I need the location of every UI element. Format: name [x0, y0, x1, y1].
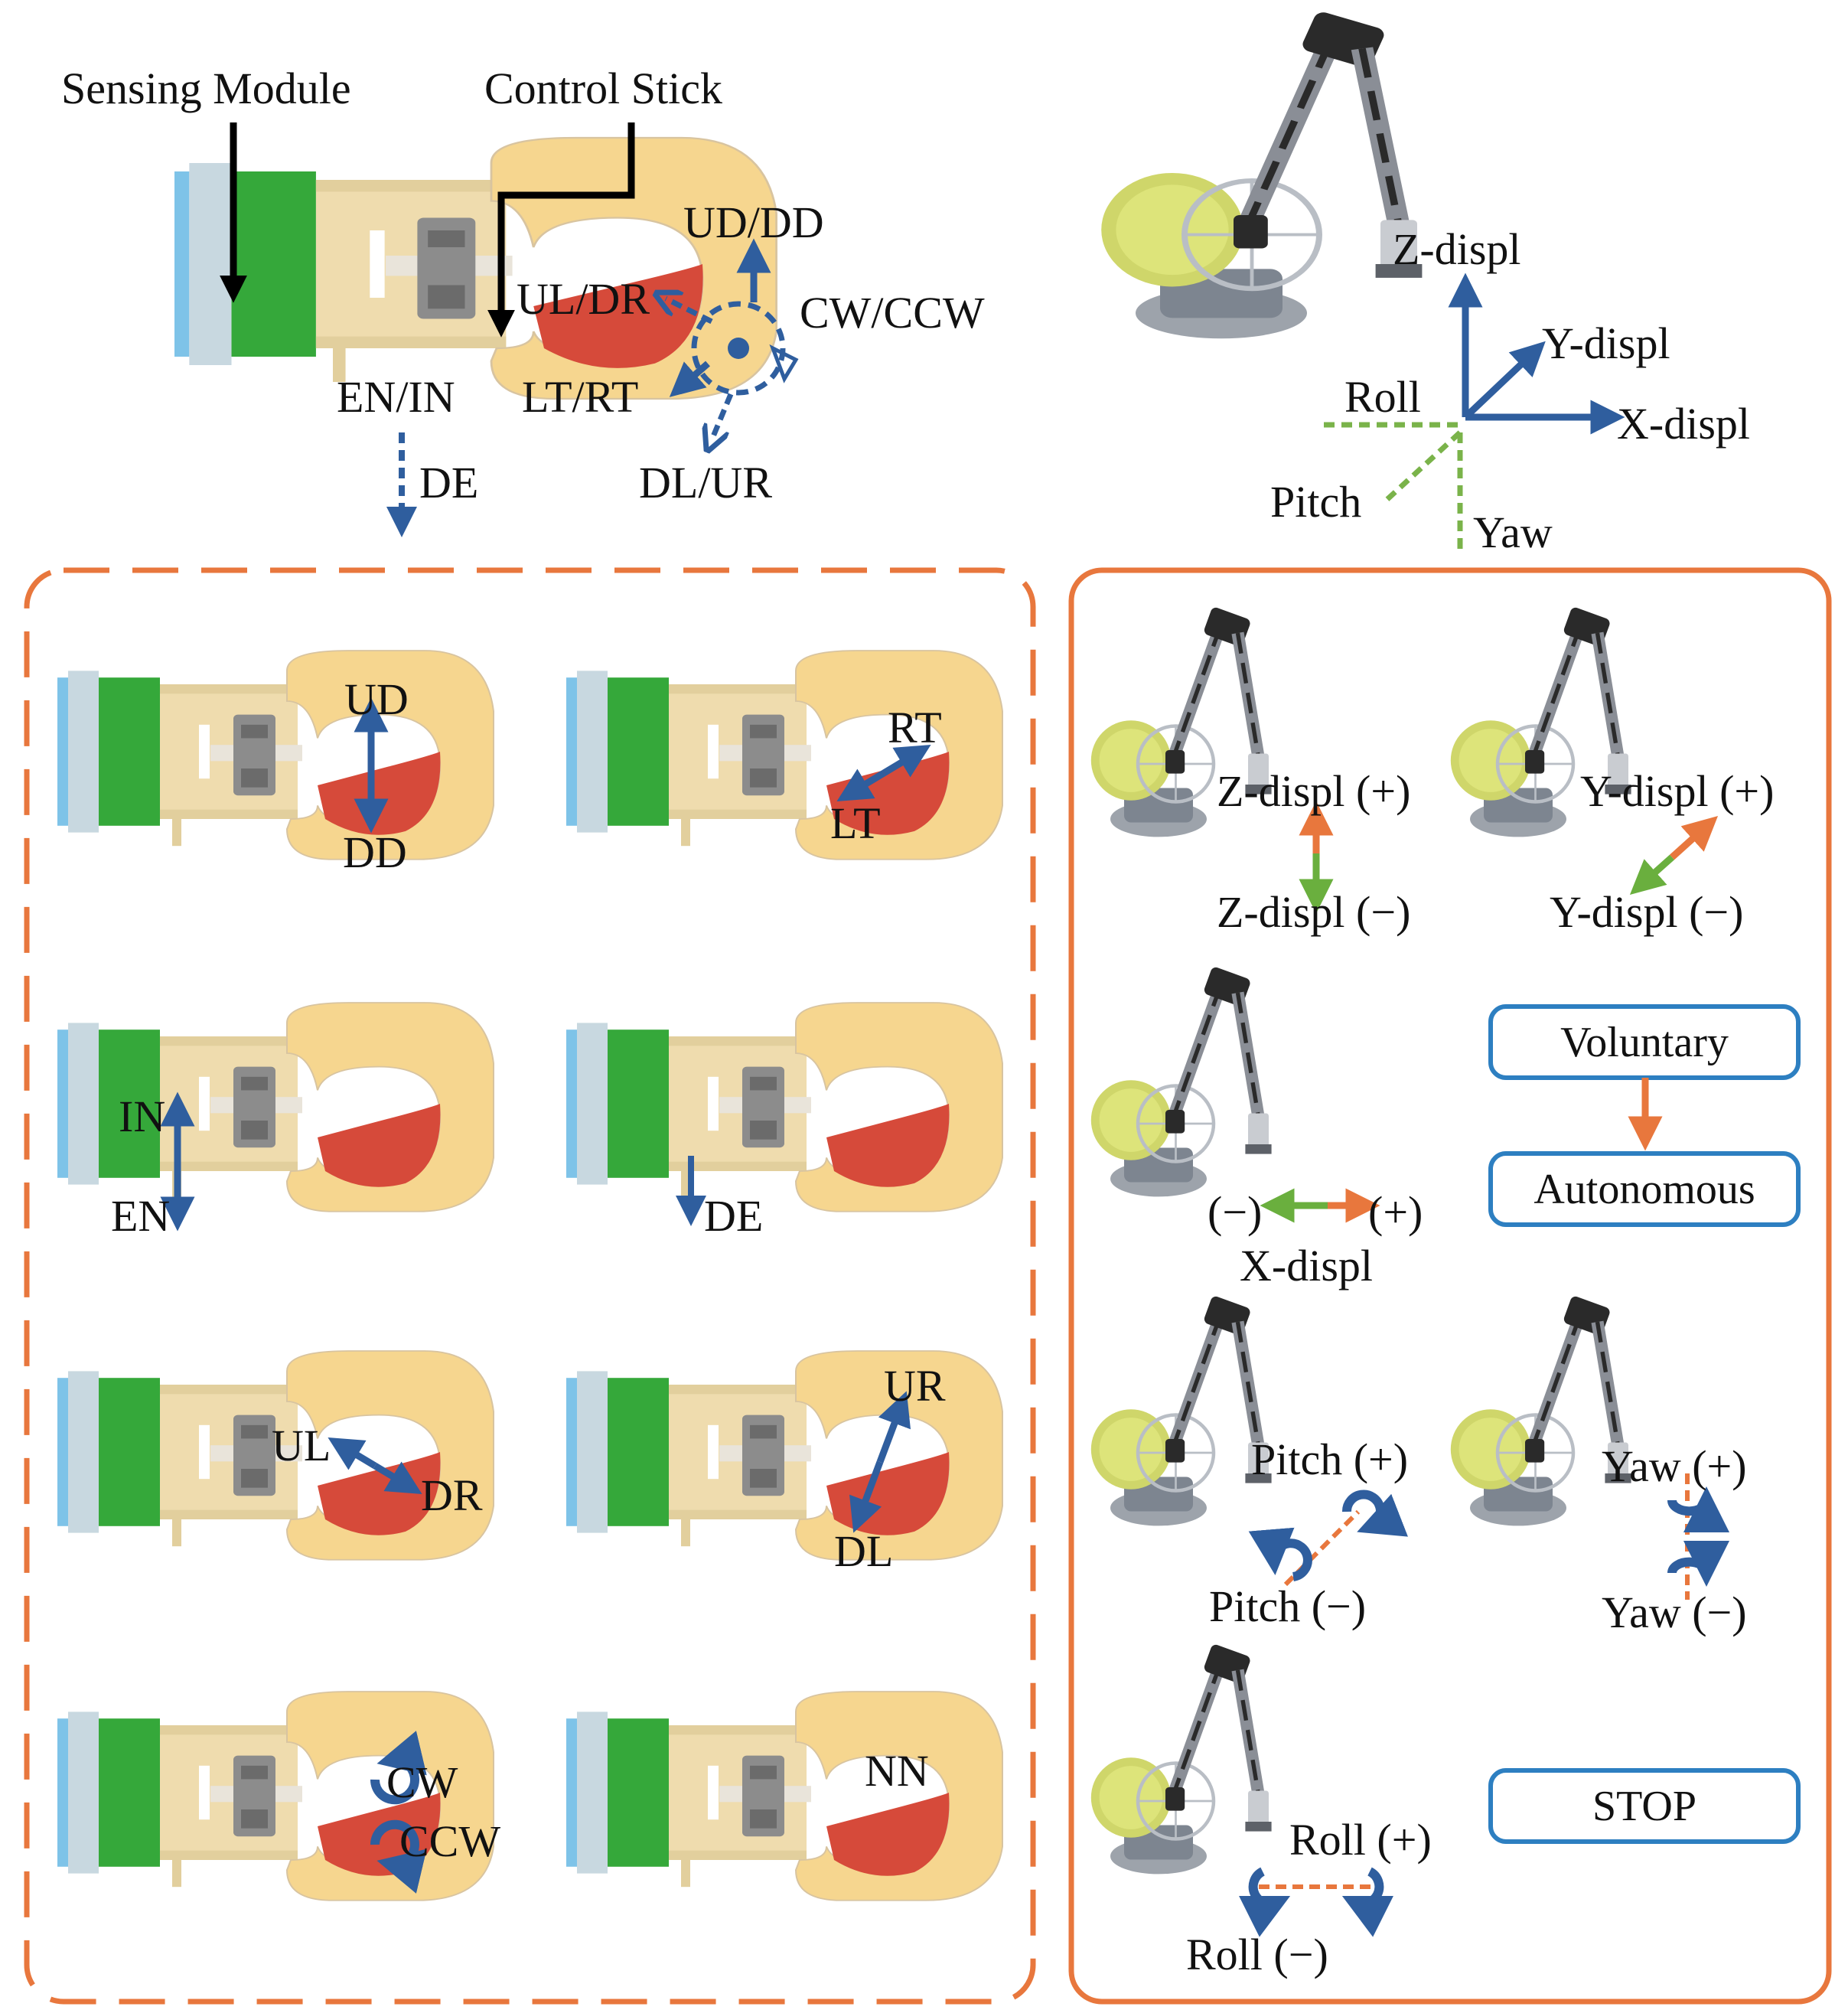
- z-minus-label: Z-displ (−): [1217, 887, 1411, 937]
- x-displ-axis-label: X-displ: [1617, 399, 1750, 449]
- y-plus-label: Y-displ (+): [1580, 766, 1775, 816]
- gesture-panel-ur-dl: [565, 1350, 1003, 1561]
- x-minus-label: (−): [1208, 1187, 1263, 1237]
- command-pitch: [1091, 1295, 1409, 1587]
- x-displ-command-label: X-displ: [1240, 1241, 1373, 1291]
- command-frame: [1068, 567, 1832, 2005]
- command-yaw: [1451, 1295, 1729, 1600]
- pitch-minus-label: Pitch (−): [1209, 1581, 1367, 1631]
- roll-plus-label: Roll (+): [1289, 1815, 1432, 1865]
- cw-label: CW: [386, 1757, 458, 1807]
- en-in-label: EN/IN: [337, 372, 455, 422]
- rt-label: RT: [888, 703, 942, 752]
- ur-label: UR: [884, 1361, 946, 1411]
- in-label: IN: [119, 1091, 166, 1141]
- stop-label: STOP: [1592, 1783, 1696, 1830]
- z-plus-label: Z-displ (+): [1217, 766, 1411, 816]
- stop-button[interactable]: [1488, 1768, 1801, 1844]
- pitch-axis-label: Pitch: [1270, 477, 1362, 527]
- control-stick-label: Control Stick: [484, 64, 722, 113]
- gesture-panel-lt-rt: [565, 650, 1003, 860]
- roll-minus-label: Roll (−): [1186, 1930, 1328, 1979]
- lt-rt-label: LT/RT: [522, 372, 639, 422]
- command-roll: [1091, 1643, 1393, 1937]
- dl-ur-label: DL/UR: [639, 458, 772, 507]
- gesture-panel-en-in: [57, 1002, 494, 1232]
- command-y-displ: [1451, 606, 1719, 895]
- z-displ-axis-label: Z-displ: [1393, 224, 1521, 274]
- gesture-frame: [24, 567, 1036, 2005]
- y-minus-label: Y-displ (−): [1550, 887, 1744, 937]
- controller-overview: [173, 122, 799, 537]
- command-x-displ: [1091, 966, 1380, 1223]
- dd-label: DD: [343, 827, 407, 877]
- yaw-minus-label: Yaw (−): [1602, 1587, 1747, 1637]
- ccw-label: CCW: [399, 1816, 501, 1866]
- lt-label: LT: [830, 798, 881, 848]
- y-displ-axis-label: Y-displ: [1542, 318, 1670, 368]
- command-z-displ: [1091, 606, 1334, 914]
- cw-ccw-label: CW/CCW: [800, 288, 985, 338]
- autonomous-label: Autonomous: [1533, 1166, 1755, 1213]
- de-label: DE: [419, 458, 479, 507]
- dr-label: DR: [421, 1470, 483, 1520]
- gesture-panel-ud-dd: [57, 650, 494, 860]
- ul-label: UL: [272, 1421, 331, 1470]
- nn-label: NN: [865, 1746, 929, 1796]
- x-plus-label: (+): [1368, 1187, 1423, 1237]
- roll-axis-label: Roll: [1344, 372, 1421, 422]
- autonomous-mode-button[interactable]: [1488, 1151, 1801, 1227]
- pitch-plus-label: Pitch (+): [1251, 1434, 1409, 1484]
- en-label: EN: [111, 1191, 171, 1241]
- dl-label: DL: [834, 1526, 894, 1576]
- gesture-panel-ul-dr: [57, 1350, 494, 1561]
- ul-dr-label: UL/DR: [517, 274, 650, 324]
- yaw-axis-label: Yaw: [1473, 507, 1553, 557]
- robot-axes-overview: [1101, 10, 1625, 551]
- ud-dd-label: UD/DD: [683, 197, 824, 247]
- yaw-plus-label: Yaw (+): [1602, 1441, 1747, 1491]
- de-gesture-label: DE: [704, 1191, 764, 1241]
- sensing-module-label: Sensing Module: [61, 64, 351, 113]
- gesture-panel-cw-ccw: [57, 1691, 494, 1901]
- voluntary-label: Voluntary: [1560, 1019, 1729, 1066]
- ud-label: UD: [344, 674, 409, 724]
- gesture-panel-de: [565, 1002, 1003, 1226]
